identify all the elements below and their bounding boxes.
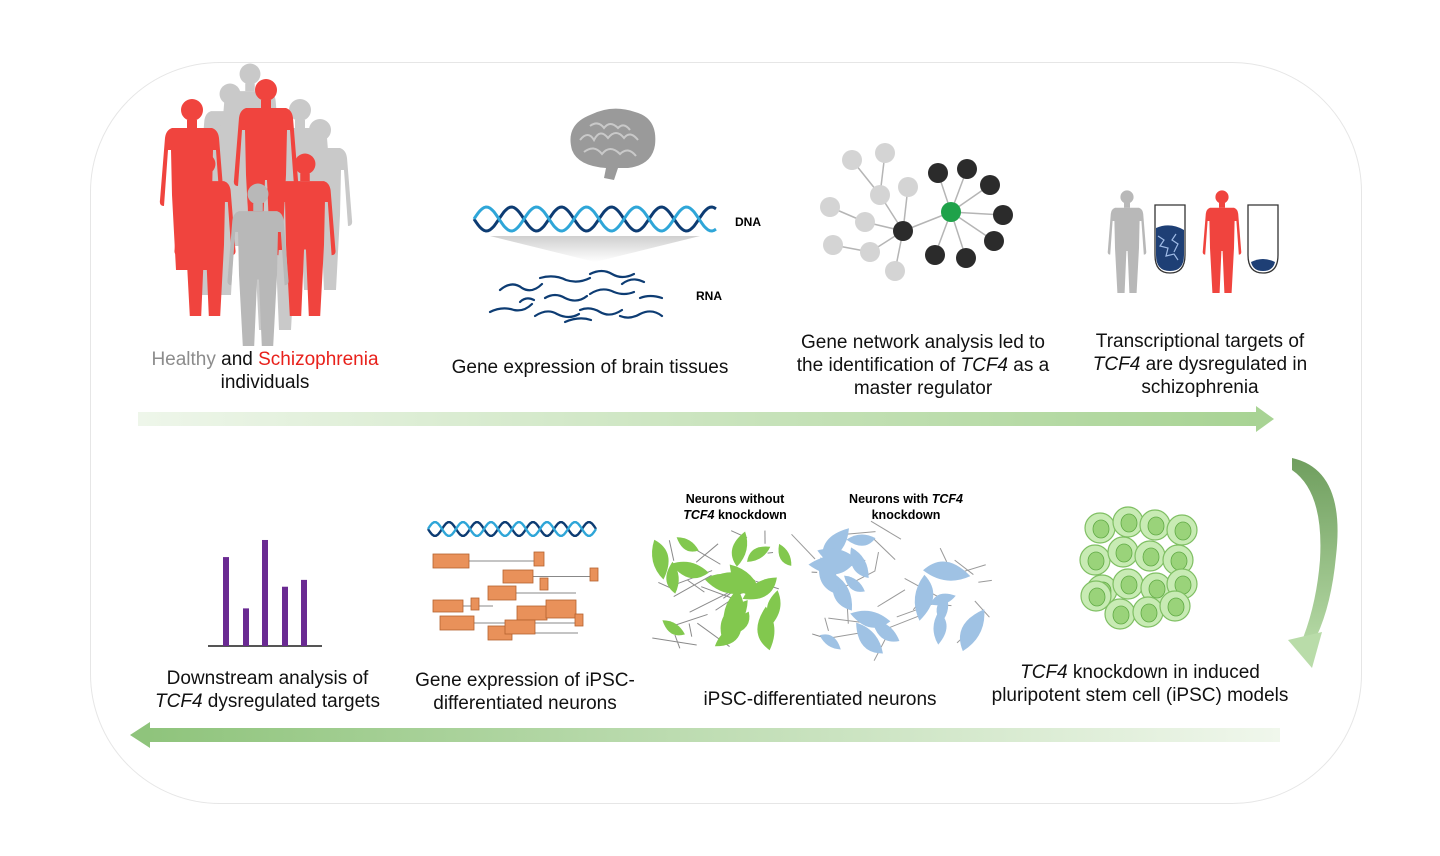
- neuron-cell: [846, 533, 877, 548]
- exon-block: [470, 597, 480, 611]
- neurite: [871, 536, 896, 560]
- ipsc-cell: [1132, 596, 1164, 628]
- neurite: [939, 547, 948, 563]
- transcription-funnel: [490, 236, 700, 262]
- bar: [262, 539, 268, 646]
- neuron-cell: [913, 574, 935, 622]
- bar: [301, 579, 307, 646]
- neurite: [877, 589, 906, 608]
- exon-block: [539, 577, 549, 591]
- exon-block: [589, 567, 599, 582]
- exon-block: [502, 569, 534, 584]
- top-flow-arrow: [138, 406, 1274, 432]
- neurons-without-label: Neurons without TCF4 knockdown: [683, 492, 787, 522]
- neuron-cell: [773, 542, 795, 569]
- ipsc-cell: [1112, 506, 1144, 538]
- neurite: [824, 617, 829, 632]
- transcript-exons-icon: [432, 551, 599, 641]
- neurite: [689, 592, 728, 613]
- neurite: [828, 617, 862, 623]
- bar: [243, 608, 249, 646]
- neurite: [767, 552, 774, 554]
- panel6-caption: iPSC-differentiated neurons: [703, 689, 937, 710]
- neurite: [845, 531, 876, 535]
- neurite: [673, 574, 712, 598]
- ipsc-cell: [1079, 544, 1111, 576]
- ipsc-cell: [1159, 590, 1191, 622]
- ipsc-cells-icon: [1079, 506, 1198, 630]
- brain-icon: [570, 108, 656, 180]
- neurite: [791, 533, 816, 560]
- neurite: [701, 586, 736, 600]
- neurite: [978, 579, 992, 583]
- bar: [223, 557, 229, 646]
- neurite: [954, 559, 974, 575]
- ipsc-cell: [1084, 512, 1116, 544]
- ipsc-cell: [1166, 514, 1198, 546]
- ipsc-cell: [1104, 598, 1136, 630]
- ipsc-cell: [1139, 509, 1171, 541]
- neuron-cell: [658, 617, 688, 640]
- neurite: [695, 543, 719, 563]
- neurite: [974, 600, 990, 618]
- rna-label: RNA: [696, 289, 722, 303]
- workflow-frame: [90, 62, 1362, 804]
- bar-chart-icon: [208, 539, 322, 647]
- exon-block: [516, 605, 548, 621]
- panel8-caption: Downstream analysis of TCF4 dysregulated…: [155, 668, 380, 712]
- neuron-cell: [673, 534, 701, 556]
- neurons-with-label: Neurons with TCF4 knockdown: [849, 492, 963, 522]
- neurite: [874, 551, 879, 572]
- neurite: [668, 540, 675, 561]
- neurite: [688, 623, 693, 637]
- neuron-cell: [729, 529, 750, 568]
- bottom-flow-arrow: [130, 722, 1280, 748]
- bar: [282, 586, 288, 646]
- neurite: [687, 579, 705, 593]
- exon-block: [432, 553, 470, 569]
- ipsc-cell: [1112, 568, 1144, 600]
- exon-block: [487, 585, 517, 601]
- neurons-without-knockdown-icon: [647, 529, 835, 654]
- neurite: [885, 615, 919, 630]
- gene-network-icon: [820, 143, 1013, 281]
- panel7-caption: Gene expression of iPSC- differentiated …: [415, 670, 635, 714]
- exon-block: [432, 599, 464, 613]
- ipsc-cell: [1107, 536, 1139, 568]
- panel4-caption: Transcriptional targets of TCF4 are dysr…: [1092, 331, 1308, 398]
- rna-strands-icon: [488, 269, 664, 324]
- panel1-caption: Healthy and Schizophrenia individuals: [151, 349, 379, 393]
- ipsc-cell: [1080, 580, 1112, 612]
- exon-block: [439, 615, 475, 631]
- exon-block: [504, 619, 536, 635]
- healthy-label: Healthy: [151, 349, 216, 370]
- panel5-caption: TCF4 knockdown in induced pluripotent st…: [991, 662, 1289, 706]
- small-dna-helix-icon: [427, 521, 597, 537]
- dna-helix-icon: [472, 205, 717, 233]
- ipsc-cell: [1162, 544, 1194, 576]
- neurons-with-knockdown-icon: [791, 520, 992, 661]
- schizophrenia-label: Schizophrenia: [258, 349, 379, 370]
- healthy-vs-patient-tubes-icon: [1107, 190, 1279, 293]
- exon-block: [533, 551, 545, 567]
- neurite: [830, 632, 861, 639]
- people-crowd-icon: [159, 63, 353, 346]
- neurite: [652, 637, 697, 646]
- panel3-caption: Gene network analysis led to the identif…: [796, 332, 1050, 399]
- ipsc-cell: [1134, 540, 1166, 572]
- dna-label: DNA: [735, 215, 761, 229]
- neurite: [671, 613, 708, 627]
- exon-block: [574, 613, 584, 627]
- neurite: [870, 520, 902, 540]
- turn-arrow: [1288, 458, 1338, 668]
- neuron-cell: [922, 559, 972, 583]
- neuron-cell: [817, 630, 845, 653]
- exon-block: [545, 599, 577, 619]
- panel2-caption: Gene expression of brain tissues: [451, 357, 729, 378]
